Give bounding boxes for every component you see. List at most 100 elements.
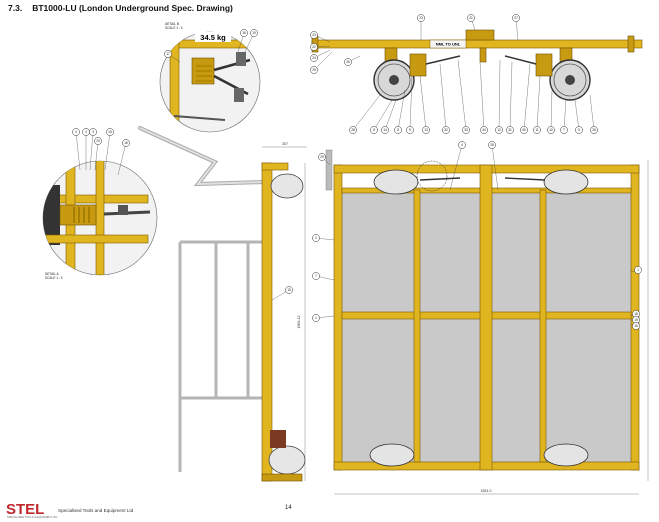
stel-logo: STEL <box>6 500 52 521</box>
part-number-label: 19 <box>634 318 638 322</box>
part-number-label: 12 <box>497 128 501 132</box>
detail-a-name: DETAIL A <box>45 272 60 276</box>
company-name: Specialised Tools and Equipment Ltd <box>58 508 134 513</box>
part-number-label: 21 <box>469 16 473 20</box>
part-number-label: 31 <box>508 128 512 132</box>
part-number-label: 9 <box>409 128 411 132</box>
part-balloon <box>512 14 520 22</box>
part-number-label: 22 <box>312 45 316 49</box>
part-balloon <box>422 126 430 134</box>
part-balloon <box>318 153 326 161</box>
part-number-label: 1 <box>315 316 317 320</box>
part-number-label: 15 <box>108 130 112 134</box>
part-number-label: 16 <box>124 141 128 145</box>
part-number-label: 23 <box>419 16 423 20</box>
part-number-label: 15 <box>287 288 291 292</box>
part-number-label: 26 <box>346 60 350 64</box>
part-number-label: 7 <box>315 274 317 278</box>
part-balloon <box>240 29 248 37</box>
trolley-marking: NML TO UNL <box>436 42 461 47</box>
part-balloon <box>250 29 258 37</box>
plan-width-dimension: 1551.0 <box>481 489 492 493</box>
page-header: 7.3. BT1000-LU (London Underground Spec. … <box>8 3 243 13</box>
part-number-label: 26 <box>592 128 596 132</box>
part-number-label: 1 <box>637 268 639 272</box>
part-balloon <box>467 14 475 22</box>
part-balloon <box>533 126 541 134</box>
part-number-label: 6 <box>373 128 375 132</box>
part-balloon <box>394 126 402 134</box>
part-number-label: 34 <box>482 128 486 132</box>
part-number-label: 19 <box>252 31 256 35</box>
part-balloon <box>72 128 80 136</box>
part-number-label: 10 <box>549 128 553 132</box>
detail-b-view: 34.5 kg DETAIL B SCALE 1 : 4 18 19 17 <box>159 22 261 133</box>
part-balloon <box>164 50 172 58</box>
part-balloon <box>312 272 320 280</box>
detail-b-name: DETAIL B <box>165 22 179 26</box>
part-number-label: 28 <box>490 143 494 147</box>
part-balloon <box>458 141 466 149</box>
part-number-label: 25 <box>312 68 316 72</box>
part-balloon <box>94 137 102 145</box>
part-number-label: 14 <box>383 128 387 132</box>
detail-a-scale: SCALE 1 : 4 <box>45 276 63 280</box>
part-number-label: 4 <box>461 143 463 147</box>
part-balloon <box>285 286 293 294</box>
part-balloon <box>310 66 318 74</box>
weight-label: 34.5 kg <box>200 33 226 42</box>
part-balloon <box>506 126 514 134</box>
part-balloon <box>417 14 425 22</box>
part-number-label: 17 <box>166 52 170 56</box>
part-balloon <box>547 126 555 134</box>
section-number: 7.3. <box>8 3 23 13</box>
part-balloon <box>89 128 97 136</box>
logo-tagline: SPECIALISED TOOLS & EQUIPMENT LTD <box>7 516 58 519</box>
part-number-label: 4 <box>75 130 77 134</box>
part-balloon <box>344 58 352 66</box>
part-balloon <box>575 126 583 134</box>
part-number-label: 28 <box>351 128 355 132</box>
part-balloon <box>312 314 320 322</box>
part-number-label: 3 <box>92 130 94 134</box>
svg-text:STEL: STEL <box>6 501 44 516</box>
side-width-dimension: 307 <box>282 142 288 146</box>
part-balloon <box>310 31 318 39</box>
part-number-label: 27 <box>514 16 518 20</box>
page-number: 14 <box>285 505 292 511</box>
part-number-label: 23 <box>312 33 316 37</box>
part-number-label: 29 <box>320 155 324 159</box>
part-balloon <box>310 43 318 51</box>
part-number-label: 16 <box>634 324 638 328</box>
detail-b-scale: SCALE 1 : 4 <box>165 26 183 30</box>
part-number-label: 11 <box>535 128 539 132</box>
part-number-label: 24 <box>312 56 316 60</box>
side-height-dimension: 1963.12 <box>297 316 301 329</box>
part-balloon <box>312 234 320 242</box>
part-balloon <box>632 322 640 330</box>
part-number-label: 33 <box>464 128 468 132</box>
part-balloon <box>560 126 568 134</box>
part-balloon <box>122 139 130 147</box>
part-balloon <box>480 126 488 134</box>
part-balloon <box>381 126 389 134</box>
part-balloon <box>310 54 318 62</box>
part-number-label: 7 <box>563 128 565 132</box>
part-number-label: 13 <box>424 128 428 132</box>
part-number-label: 18 <box>634 312 638 316</box>
part-number-label: 30 <box>522 128 526 132</box>
part-balloon <box>349 126 357 134</box>
part-number-label: 18 <box>242 31 246 35</box>
part-balloon <box>634 266 642 274</box>
part-balloon <box>406 126 414 134</box>
part-number-label: 20 <box>96 139 100 143</box>
page-title: BT1000-LU (London Underground Spec. Draw… <box>32 3 233 13</box>
part-balloon <box>462 126 470 134</box>
part-balloon <box>495 126 503 134</box>
part-balloon <box>488 141 496 149</box>
